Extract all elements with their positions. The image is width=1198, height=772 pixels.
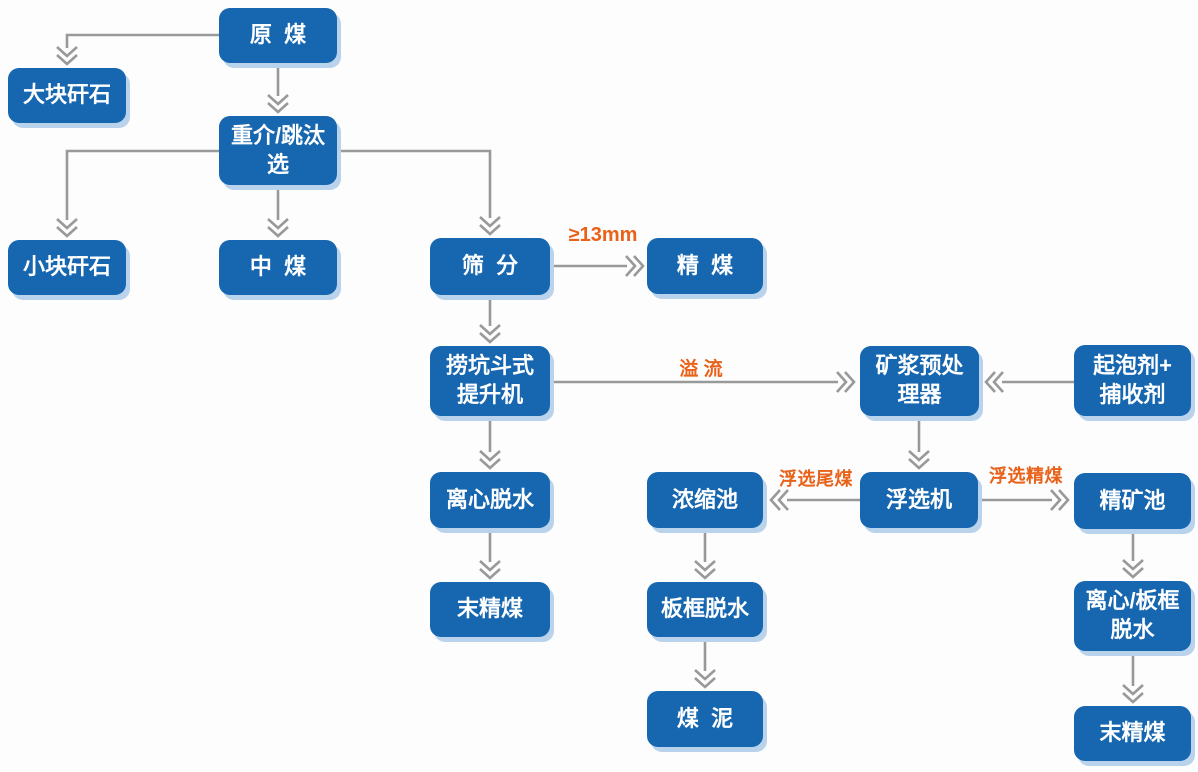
arrow-centrifuge-plate-frame-dewatering-to-fine-clean-coal-right — [1122, 651, 1144, 704]
edge-label-size-13mm: ≥13mm — [568, 224, 638, 246]
arrow-plate-frame-dewatering-to-coal-slime — [694, 637, 716, 689]
arrow-flotation-machine-to-concentrate-pool — [978, 489, 1070, 511]
arrow-bucket-elevator-to-centrifugal-dewatering — [479, 416, 501, 470]
node-fine-clean-coal-right: 末精煤 — [1074, 706, 1191, 761]
arrow-frother-collector-to-slurry-preprocessor — [984, 371, 1074, 393]
node-clean-coal: 精 煤 — [647, 238, 763, 294]
arrow-bucket-elevator-to-slurry-preprocessor — [550, 371, 856, 393]
arrow-heavy-medium-jig-to-small-gangue — [56, 149, 219, 238]
edge-label-flotation-clean: 浮选精煤 — [989, 466, 1063, 486]
edge-label-overflow: 溢 流 — [679, 359, 723, 380]
node-screening: 筛 分 — [430, 238, 550, 295]
node-middling-coal: 中 煤 — [219, 240, 337, 295]
node-centrifuge-plate-frame-dewatering: 离心/板框 脱水 — [1074, 581, 1191, 651]
node-fine-clean-coal-left: 末精煤 — [430, 582, 550, 637]
arrow-screening-to-clean-coal — [550, 255, 645, 277]
arrow-heavy-medium-jig-to-screening — [338, 149, 501, 236]
arrow-heavy-medium-jig-to-middling-coal — [267, 185, 289, 238]
node-small-gangue: 小块矸石 — [8, 240, 126, 295]
node-bucket-elevator: 捞坑斗式 提升机 — [430, 346, 550, 416]
node-heavy-medium-jig: 重介/跳汰 选 — [219, 116, 337, 185]
arrow-screening-to-bucket-elevator — [479, 295, 501, 344]
node-raw-coal: 原 煤 — [219, 8, 337, 63]
arrow-flotation-machine-to-thickener — [769, 489, 860, 511]
arrow-thickener-to-plate-frame-dewatering — [694, 528, 716, 580]
node-frother-collector: 起泡剂+ 捕收剂 — [1074, 345, 1191, 416]
node-slurry-preprocessor: 矿浆预处 理器 — [860, 346, 979, 416]
node-concentrate-pool: 精矿池 — [1074, 473, 1191, 529]
arrow-concentrate-pool-to-centrifuge-plate-frame-dewatering — [1122, 529, 1144, 579]
node-large-gangue: 大块矸石 — [8, 68, 126, 123]
node-thickener: 浓缩池 — [647, 472, 763, 528]
arrow-slurry-preprocessor-to-flotation-machine — [908, 416, 930, 470]
arrow-raw-coal-to-heavy-medium-jig — [267, 63, 289, 114]
arrow-centrifugal-dewatering-to-fine-clean-coal-left — [479, 528, 501, 580]
node-centrifugal-dewatering: 离心脱水 — [430, 472, 550, 528]
node-flotation-machine: 浮选机 — [860, 472, 978, 528]
node-coal-slime: 煤 泥 — [647, 691, 763, 747]
arrow-raw-coal-to-large-gangue — [56, 33, 219, 66]
edge-label-flotation-tailings: 浮选尾煤 — [779, 469, 853, 489]
node-plate-frame-dewatering: 板框脱水 — [647, 582, 763, 637]
